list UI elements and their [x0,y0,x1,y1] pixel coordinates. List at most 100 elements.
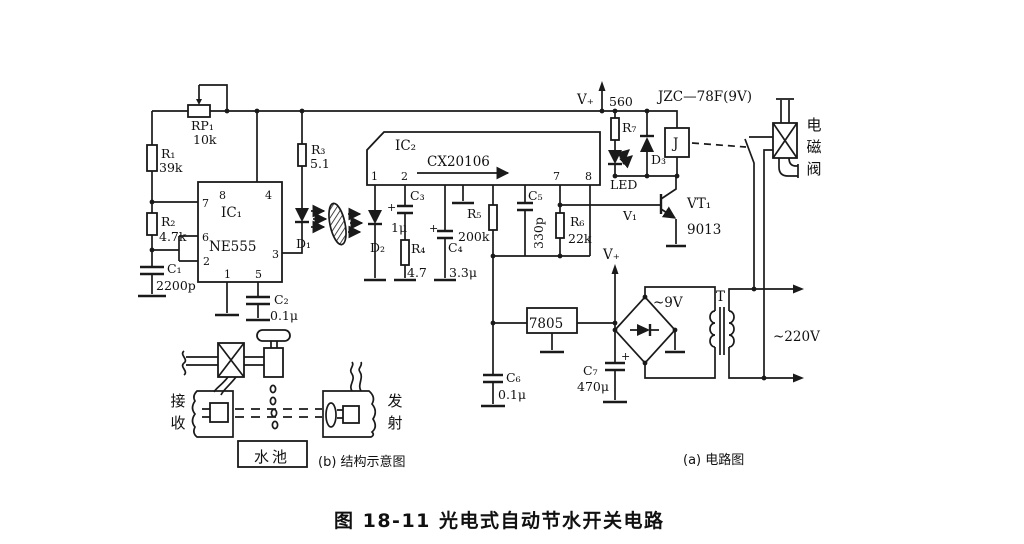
mains-wires [728,288,794,379]
resistor-r2 [146,212,158,236]
sketch-faucet-body [263,347,284,378]
resistor-r6 [555,212,565,239]
ic2-pin2: 2 [401,170,408,183]
label-vt1-value: 9013 [687,222,721,238]
sketch-valve-x-icon [217,342,245,378]
resistor-r7 [610,117,620,141]
ic1-pin3: 3 [272,248,279,261]
transformer-core [719,307,725,355]
label-c4: C₄ [448,240,463,255]
label-c4-value: 3.3μ [449,265,477,280]
label-c6-value: 0.1μ [498,387,526,402]
sketch-transmitter-prongs [337,409,343,419]
label-valve-char2: 磁 [806,138,821,156]
regulator-7805-body [526,307,578,334]
ic1-pin2: 2 [203,255,210,268]
bridge-ac-wires [644,286,716,379]
capacitor-c4 [437,229,453,240]
label-c5-value: 330p [531,217,546,249]
label-c6: C₆ [506,370,521,385]
ic1-pin1: 1 [224,268,231,281]
ic1-ne555-body [197,181,283,283]
label-part-a: (a) 电路图 [683,452,744,468]
label-pool: 水池 [254,448,290,466]
label-vplus-supply: V₊ [602,247,620,263]
label-r5-value: 200k [458,229,490,244]
sketch-faucet-cap [256,329,291,342]
label-r2-value: 4.7k [159,229,187,244]
label-ic1: IC₁ [221,205,242,221]
top-rail-wire [152,110,678,128]
label-c2-value: 0.1μ [270,308,298,323]
label-r2: R₂ [161,214,175,229]
capacitor-c7 [605,361,625,372]
r3-d1-wire [282,111,303,254]
led-ray2-icon [619,155,633,169]
figure-caption: 图 18-11 光电式自动节水开关电路 [334,509,665,532]
label-led: LED [610,177,637,192]
label-valve-char1: 电 [806,116,821,134]
ic2-cx20106-body [366,131,601,186]
label-part-b: (b) 结构示意图 [318,454,406,470]
capacitor-c5 [517,201,533,212]
label-ac9v: ~9V [653,295,683,311]
label-d3: D₃ [651,152,666,167]
label-r4: R₄ [411,241,425,256]
solenoid-valve-pipe [776,98,799,178]
label-ic2-part: CX20106 [427,154,490,170]
c4-plus-sign: + [429,222,438,235]
label-c1: C₁ [167,261,182,276]
label-rp1: RP₁ [191,118,214,133]
label-relay: J [671,136,678,152]
transformer-primary-coil [709,310,716,348]
sketch-receiver-prongs [202,408,210,418]
ic1-pin4: 4 [265,189,272,202]
c3-plus-sign: + [387,201,396,214]
ic1-pin8: 8 [219,189,226,202]
sketch-transmitter-antenna-icon [349,361,363,392]
label-7805: 7805 [529,316,563,332]
diode-d1-icon [295,208,309,222]
label-r7: R₇ [622,120,636,135]
label-r5: R₅ [467,206,481,221]
mains-arrow-top-icon [793,284,804,294]
label-rp1-value: 10k [193,132,217,147]
relay-contact-link [691,142,747,148]
sketch-transmitter-body [322,390,377,438]
solenoid-valve-x-icon [772,122,798,159]
transformer-secondary-coil [728,310,735,348]
lens-obstacle-icon [328,202,347,246]
mains-arrow-bottom-icon [793,373,804,383]
ic2-pin8: 8 [585,170,592,183]
resistor-r4 [400,239,410,266]
label-transformer: T [716,289,725,305]
vt1-emitter-wire [660,206,677,219]
label-r3: R₃ [311,142,325,157]
diode-d3-icon [640,137,654,152]
label-relay-model: JZC—78F(9V) [656,89,752,105]
bridge-diode-icon [637,324,650,336]
capacitor-c3 [397,204,413,215]
potentiometer-rp1 [187,104,211,118]
label-r1-value: 39k [159,160,183,175]
label-r6-value: 22k [568,231,592,246]
label-receiver-char2: 收 [170,414,185,432]
rp1-wiper-wire [198,84,228,111]
label-transmitter-char1: 发 [387,392,402,410]
label-c1-value: 2200p [156,278,196,293]
ic1-pin7: 7 [202,197,209,210]
ic2-pin1: 1 [371,170,378,183]
sketch-ir-beam [235,408,322,418]
label-r7-value: 560 [609,94,633,109]
sketch-faucet-stem [270,341,278,348]
label-c7: C₇ [583,363,598,378]
sketch-pipe-left [181,350,218,376]
label-r1: R₁ [161,146,175,161]
ic1-pin6: 6 [202,231,209,244]
resistor-r5 [488,204,498,231]
label-ac220v: ~220V [773,329,820,345]
sketch-pool-box [237,440,308,468]
diode-d2-icon [368,210,382,224]
r6-pin7-wire [559,185,661,256]
label-d1: D₁ [296,236,311,251]
